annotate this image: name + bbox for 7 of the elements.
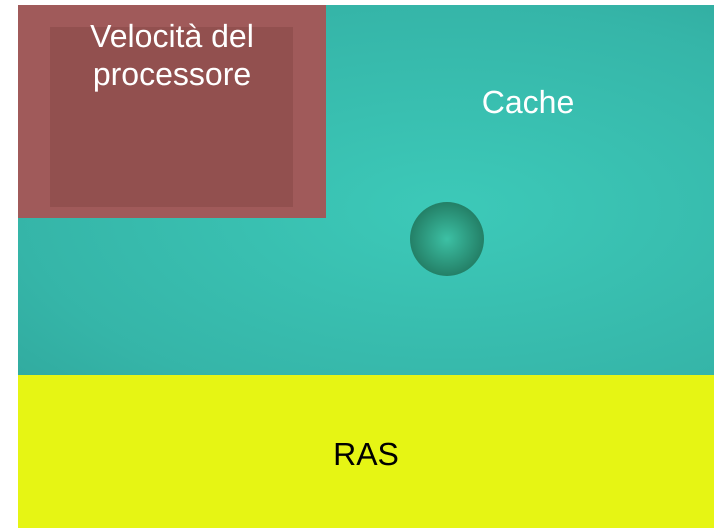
box-label: Cache [480, 83, 576, 122]
box-label: RAS [332, 435, 400, 474]
processor-speed-box [18, 5, 326, 218]
ras-band [18, 375, 714, 528]
cache-area [18, 5, 714, 375]
circle-marker [410, 202, 484, 276]
box-label: Velocità del processore [89, 17, 255, 94]
